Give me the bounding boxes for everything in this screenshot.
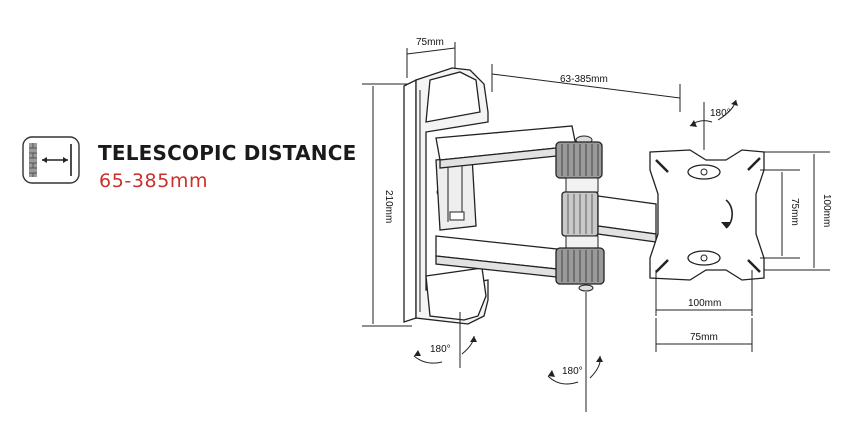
dim-vesa-outer-width: 100mm (655, 270, 753, 316)
vesa-plate (649, 149, 765, 281)
label-vesa-inner-width: 75mm (690, 332, 718, 343)
dim-extension-range: 63-385mm (491, 64, 681, 112)
lower-knuckle (555, 235, 605, 292)
wall-plate (403, 67, 489, 325)
upper-knuckle (555, 135, 603, 193)
rotation-bottom-center: 180° (547, 292, 603, 412)
dim-vesa-inner-width: 75mm (655, 318, 753, 352)
middle-knuckle (561, 191, 599, 237)
label-vesa-inner-height: 75mm (789, 198, 800, 226)
dim-bracket-depth: 75mm (406, 37, 456, 78)
rotation-bottom-left: 180° (413, 312, 477, 368)
dim-vesa-inner-height: 75mm (760, 169, 800, 259)
feature-title: TELESCOPIC DISTANCE (98, 141, 357, 165)
label-extension-range: 63-385mm (560, 74, 608, 85)
label-vesa-outer-height: 100mm (821, 194, 832, 227)
dim-wall-plate-height: 210mm (362, 83, 412, 327)
dim-vesa-outer-height: 100mm (764, 151, 832, 271)
label-rotation-bottom-left: 180° (430, 344, 451, 355)
upper-arm (435, 125, 577, 169)
label-rotation-top-right: 180° (710, 108, 731, 119)
label-bracket-depth: 75mm (416, 37, 444, 48)
feature-value: 65-385mm (99, 170, 209, 192)
head-arm (597, 195, 657, 243)
rotation-top-right: 180° (689, 99, 738, 150)
label-rotation-bottom-center: 180° (562, 366, 583, 377)
label-vesa-outer-width: 100mm (688, 298, 721, 309)
label-wall-plate-height: 210mm (383, 190, 394, 223)
telescopic-wall-arrow-icon (22, 136, 80, 184)
